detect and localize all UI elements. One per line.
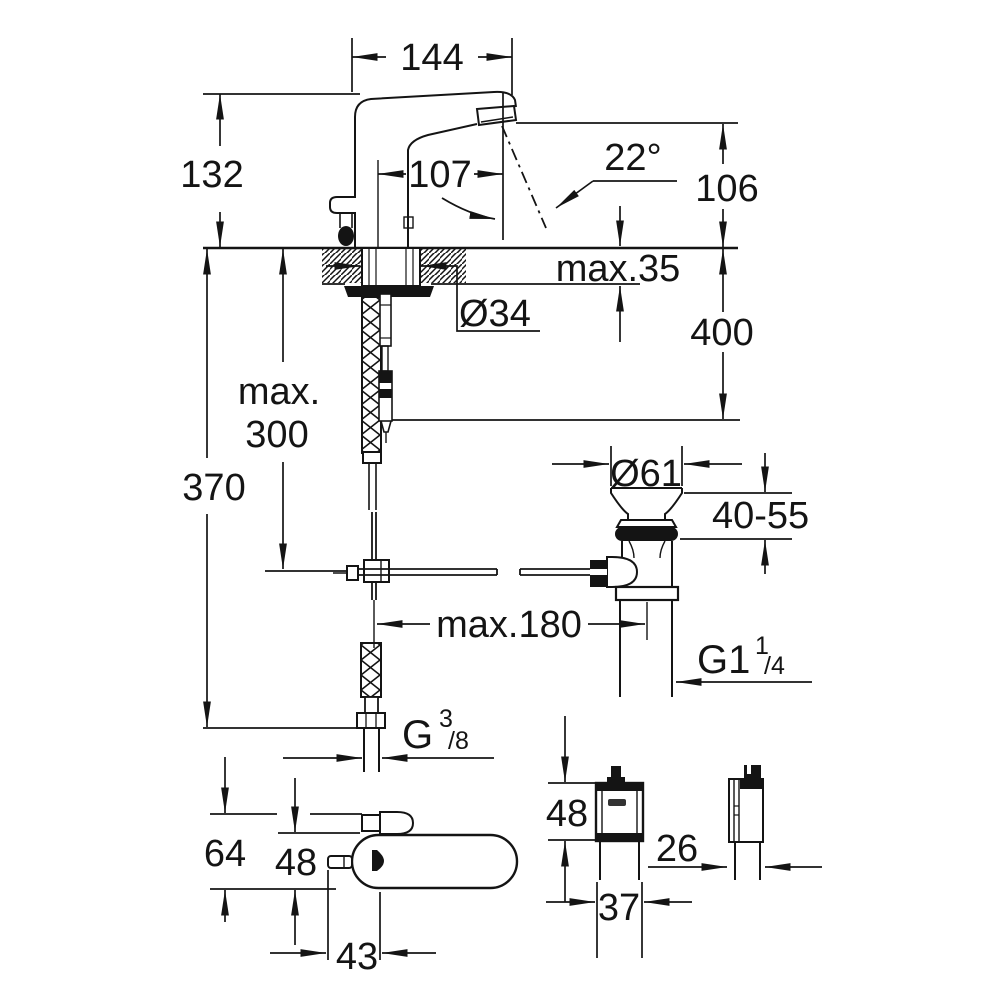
dimensions: 144 132 107 22° 106 max. [180,37,822,978]
lever-knob [338,226,354,246]
dim-370-label: 370 [182,467,245,509]
dim-g114-base: G1 [697,638,750,682]
aerator-lip [480,116,514,123]
dim-box-width-37: 37 [546,882,692,958]
dim-48r-label: 48 [546,793,588,835]
control-box-front [594,766,645,880]
lever-housing [606,556,639,588]
dim-supply-length-370: 370 [182,249,362,729]
lever-top-view-base [361,814,382,832]
dim-g38-sup: 3 [439,705,453,733]
popup-rod [333,512,591,600]
dim-spout-reach-107: 107 [378,92,504,240]
dim-106-label: 106 [695,168,758,210]
faucet-top-view [327,811,519,890]
dim-22deg-label: 22° [604,137,661,179]
dim-107-label: 107 [408,154,471,196]
g38-nut [356,712,386,729]
faucet-side-view [329,90,518,247]
mounting-washer [344,286,434,297]
dim-48l-label: 48 [275,842,317,884]
dim-rod-reach-max180: max.180 [373,600,645,648]
dim-g114-sub: /4 [764,652,785,680]
dim-sensor-offset-43: 43 [270,870,436,978]
temp-lever [329,196,356,214]
waste-funnel [610,487,683,520]
dim-400-label: 400 [690,312,753,354]
stream-indicator [441,125,547,229]
box-body [594,781,645,843]
rod-cross-fitting [363,559,390,583]
dim-43-label: 43 [336,936,378,978]
spout-underside [407,123,478,247]
dim-deck-thickness-max35: max.35 [556,206,681,342]
supply-tab-top-view [327,855,353,869]
sensor-window [372,850,384,871]
dim-outlet-height-106: 106 [516,122,759,247]
dim-d34-label: Ø34 [459,293,531,335]
dim-144-label: 144 [400,37,463,79]
stream-axis-dashed [501,125,547,229]
dim-4055-label: 40-55 [712,495,809,537]
dim-body-height-132: 132 [180,93,360,247]
dim-spout-width-144: 144 [351,37,513,95]
dim-waste-deck-range-4055: 40-55 [680,453,809,574]
mounting-shank [361,247,421,287]
counter-section [203,246,738,297]
dim-base-depth-64: 64 [204,757,362,922]
control-box-side [728,765,764,880]
aerator [475,104,518,127]
braided-hose-upper [361,296,382,454]
brand-mark [608,799,626,806]
braided-hose-lower [360,642,382,698]
dim-max180-label: max.180 [436,604,582,646]
lever-top-view [379,811,415,835]
dim-g114-sup: 1 [755,632,769,660]
dim-d61-label: Ø61 [610,453,682,495]
dim-132-label: 132 [180,154,243,196]
dim-300-label: 300 [245,414,308,456]
dim-shank-diameter-34: Ø34 [326,262,540,335]
swivel-arc-arrow [441,197,496,220]
hose-cap [362,451,382,464]
box-connector [607,766,625,783]
waste-assembly [590,487,683,697]
waste-gasket [615,527,678,541]
rod-end-cap [346,565,359,581]
dim-37-label: 37 [598,887,640,929]
dim-box-height-48: 48 [546,716,596,902]
dim-rod-max-300: max. 300 [238,249,348,572]
dim-base-depth-48: 48 [275,778,360,945]
supply-hose [356,293,393,772]
body-detail [403,216,414,229]
waste-flange [614,585,680,602]
dim-stream-angle-22: 22° [555,137,677,209]
dim-supply-thread-g38: G 3 /8 [283,705,494,762]
faucet-body-outline [354,90,517,247]
dim-waste-thread-g114: G1 1 /4 [676,632,812,686]
hose-neck [364,696,379,714]
dim-26-label: 26 [656,828,698,870]
dim-hose-drop-400: 400 [392,249,754,421]
dim-max35-label: max.35 [556,248,681,290]
dim-box-depth-26: 26 [648,828,822,871]
dim-g38-base: G [402,713,433,757]
dim-waste-diameter-61: Ø61 [552,446,742,495]
dim-64-label: 64 [204,833,246,875]
waste-collar [615,519,678,528]
dim-g38-sub: /8 [448,727,469,755]
dim-max-label: max. [238,371,320,413]
